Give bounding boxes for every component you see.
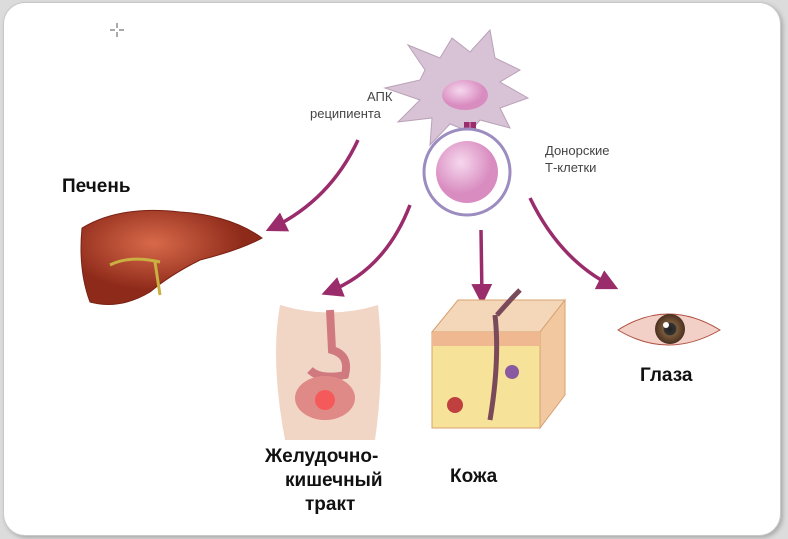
skin-label: Кожа [450,466,498,487]
gi-label-line3: тракт [305,494,356,515]
recipient-label: реципиента [310,106,381,121]
gi-label-line2: кишечный [285,470,383,491]
apc-label: АПК [367,89,393,104]
eyes-label: Глаза [640,365,693,386]
arrow-to-liver [265,139,360,232]
arrow-to-gi [321,204,412,297]
donor-label: Донорские [545,143,610,158]
apc-cell-icon [383,28,530,147]
liver-label: Печень [62,176,131,197]
arrow-to-skin [471,229,493,305]
crosshair-cursor-icon [110,23,124,37]
arrows [265,139,619,305]
t-cell-icon [422,127,512,217]
eye-icon [617,313,721,346]
tcells-label: Т-клетки [545,160,597,175]
arrow-to-eyes [528,197,619,290]
liver-icon [80,209,263,305]
gi-tract-icon [276,305,381,440]
gi-label-line1: Желудочно- [265,446,379,467]
skin-icon [430,288,567,430]
